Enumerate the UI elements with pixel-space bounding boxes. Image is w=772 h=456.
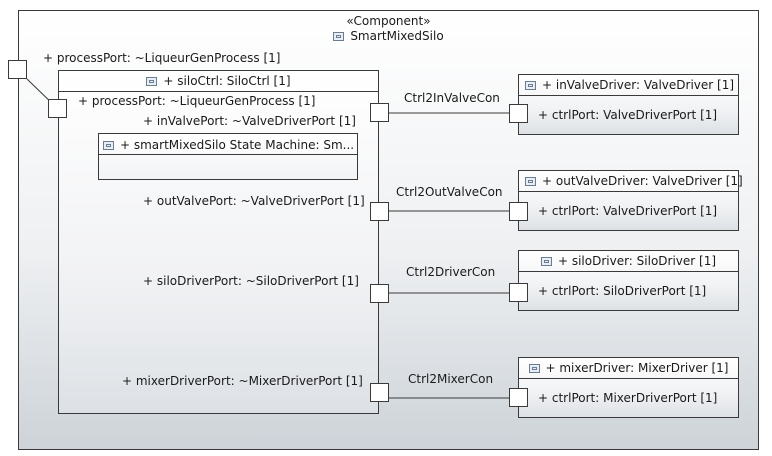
silo-driver-part[interactable]: + siloDriver: SiloDriver [1] + ctrlPort:… — [518, 250, 739, 311]
mixer-driver-port-label: + ctrlPort: MixerDriverPort [1] — [538, 391, 718, 405]
siloctrl-title: + siloCtrl: SiloCtrl [1] — [59, 74, 378, 88]
part-icon — [540, 257, 552, 266]
siloctrl-process-port[interactable] — [48, 99, 67, 118]
state-machine-icon — [103, 141, 114, 150]
siloctrl-silo-driver-port-label: + siloDriverPort: ~SiloDriverPort [1] — [143, 274, 359, 288]
in-valve-driver-port-label: + ctrlPort: ValveDriverPort [1] — [538, 108, 718, 122]
part-icon — [146, 77, 158, 86]
out-valve-driver-title-text: + outValveDriver: ValveDriver [1] — [542, 174, 743, 188]
in-valve-driver-ctrl-port[interactable] — [509, 104, 528, 123]
out-valve-driver-port-label: + ctrlPort: ValveDriverPort [1] — [538, 204, 718, 218]
component-name: SmartMixedSilo — [19, 29, 758, 43]
out-valve-driver-part[interactable]: + outValveDriver: ValveDriver [1] + ctrl… — [518, 170, 743, 231]
mixer-driver-ctrl-port[interactable] — [509, 388, 528, 407]
mixer-driver-title: + mixerDriver: MixerDriver [1] — [519, 361, 738, 375]
connector-out-valve-label: Ctrl2OutValveCon — [396, 185, 503, 199]
connector-in-valve-label: Ctrl2InValveCon — [404, 91, 500, 105]
siloctrl-process-port-label: + processPort: ~LiqueurGenProcess [1] — [78, 94, 316, 108]
component-name-text: SmartMixedSilo — [350, 29, 444, 43]
silo-driver-ctrl-port[interactable] — [509, 283, 528, 302]
siloctrl-mixer-driver-port[interactable] — [370, 383, 389, 402]
part-icon — [525, 177, 536, 186]
silo-driver-title: + siloDriver: SiloDriver [1] — [519, 254, 738, 268]
in-valve-driver-part[interactable]: + inValveDriver: ValveDriver [1] + ctrlP… — [518, 74, 739, 135]
siloctrl-title-text: + siloCtrl: SiloCtrl [1] — [163, 74, 291, 88]
component-stereotype: «Component» — [346, 14, 431, 28]
siloctrl-silo-driver-port[interactable] — [370, 284, 389, 303]
part-icon — [528, 364, 540, 373]
siloctrl-out-valve-port[interactable] — [370, 202, 389, 221]
siloctrl-part[interactable]: + siloCtrl: SiloCtrl [1] — [58, 70, 379, 414]
out-valve-driver-title: + outValveDriver: ValveDriver [1] — [525, 174, 743, 188]
siloctrl-mixer-driver-port-label: + mixerDriverPort: ~MixerDriverPort [1] — [122, 374, 363, 388]
state-machine-title: + smartMixedSilo State Machine: Sm... — [103, 138, 354, 152]
state-machine-title-text: + smartMixedSilo State Machine: Sm... — [120, 138, 355, 152]
connector-driver-label: Ctrl2DriverCon — [406, 265, 496, 279]
component-process-port-label: + processPort: ~LiqueurGenProcess [1] — [43, 51, 281, 65]
out-valve-driver-ctrl-port[interactable] — [509, 202, 528, 221]
mixer-driver-title-text: + mixerDriver: MixerDriver [1] — [545, 361, 729, 375]
siloctrl-in-valve-port-label: + inValvePort: ~ValveDriverPort [1] — [143, 114, 356, 128]
state-machine-box[interactable]: + smartMixedSilo State Machine: Sm... — [98, 133, 358, 180]
siloctrl-out-valve-port-label: + outValvePort: ~ValveDriverPort [1] — [143, 194, 365, 208]
in-valve-driver-title-text: + inValveDriver: ValveDriver [1] — [542, 78, 735, 92]
connector-mixer-label: Ctrl2MixerCon — [408, 372, 494, 386]
component-process-port[interactable] — [8, 60, 27, 79]
silo-driver-title-text: + siloDriver: SiloDriver [1] — [557, 254, 717, 268]
siloctrl-in-valve-port[interactable] — [370, 103, 389, 122]
mixer-driver-part[interactable]: + mixerDriver: MixerDriver [1] + ctrlPor… — [518, 357, 739, 418]
component-icon — [333, 32, 345, 41]
in-valve-driver-title: + inValveDriver: ValveDriver [1] — [525, 78, 734, 92]
part-icon — [525, 81, 536, 90]
silo-driver-port-label: + ctrlPort: SiloDriverPort [1] — [538, 284, 707, 298]
